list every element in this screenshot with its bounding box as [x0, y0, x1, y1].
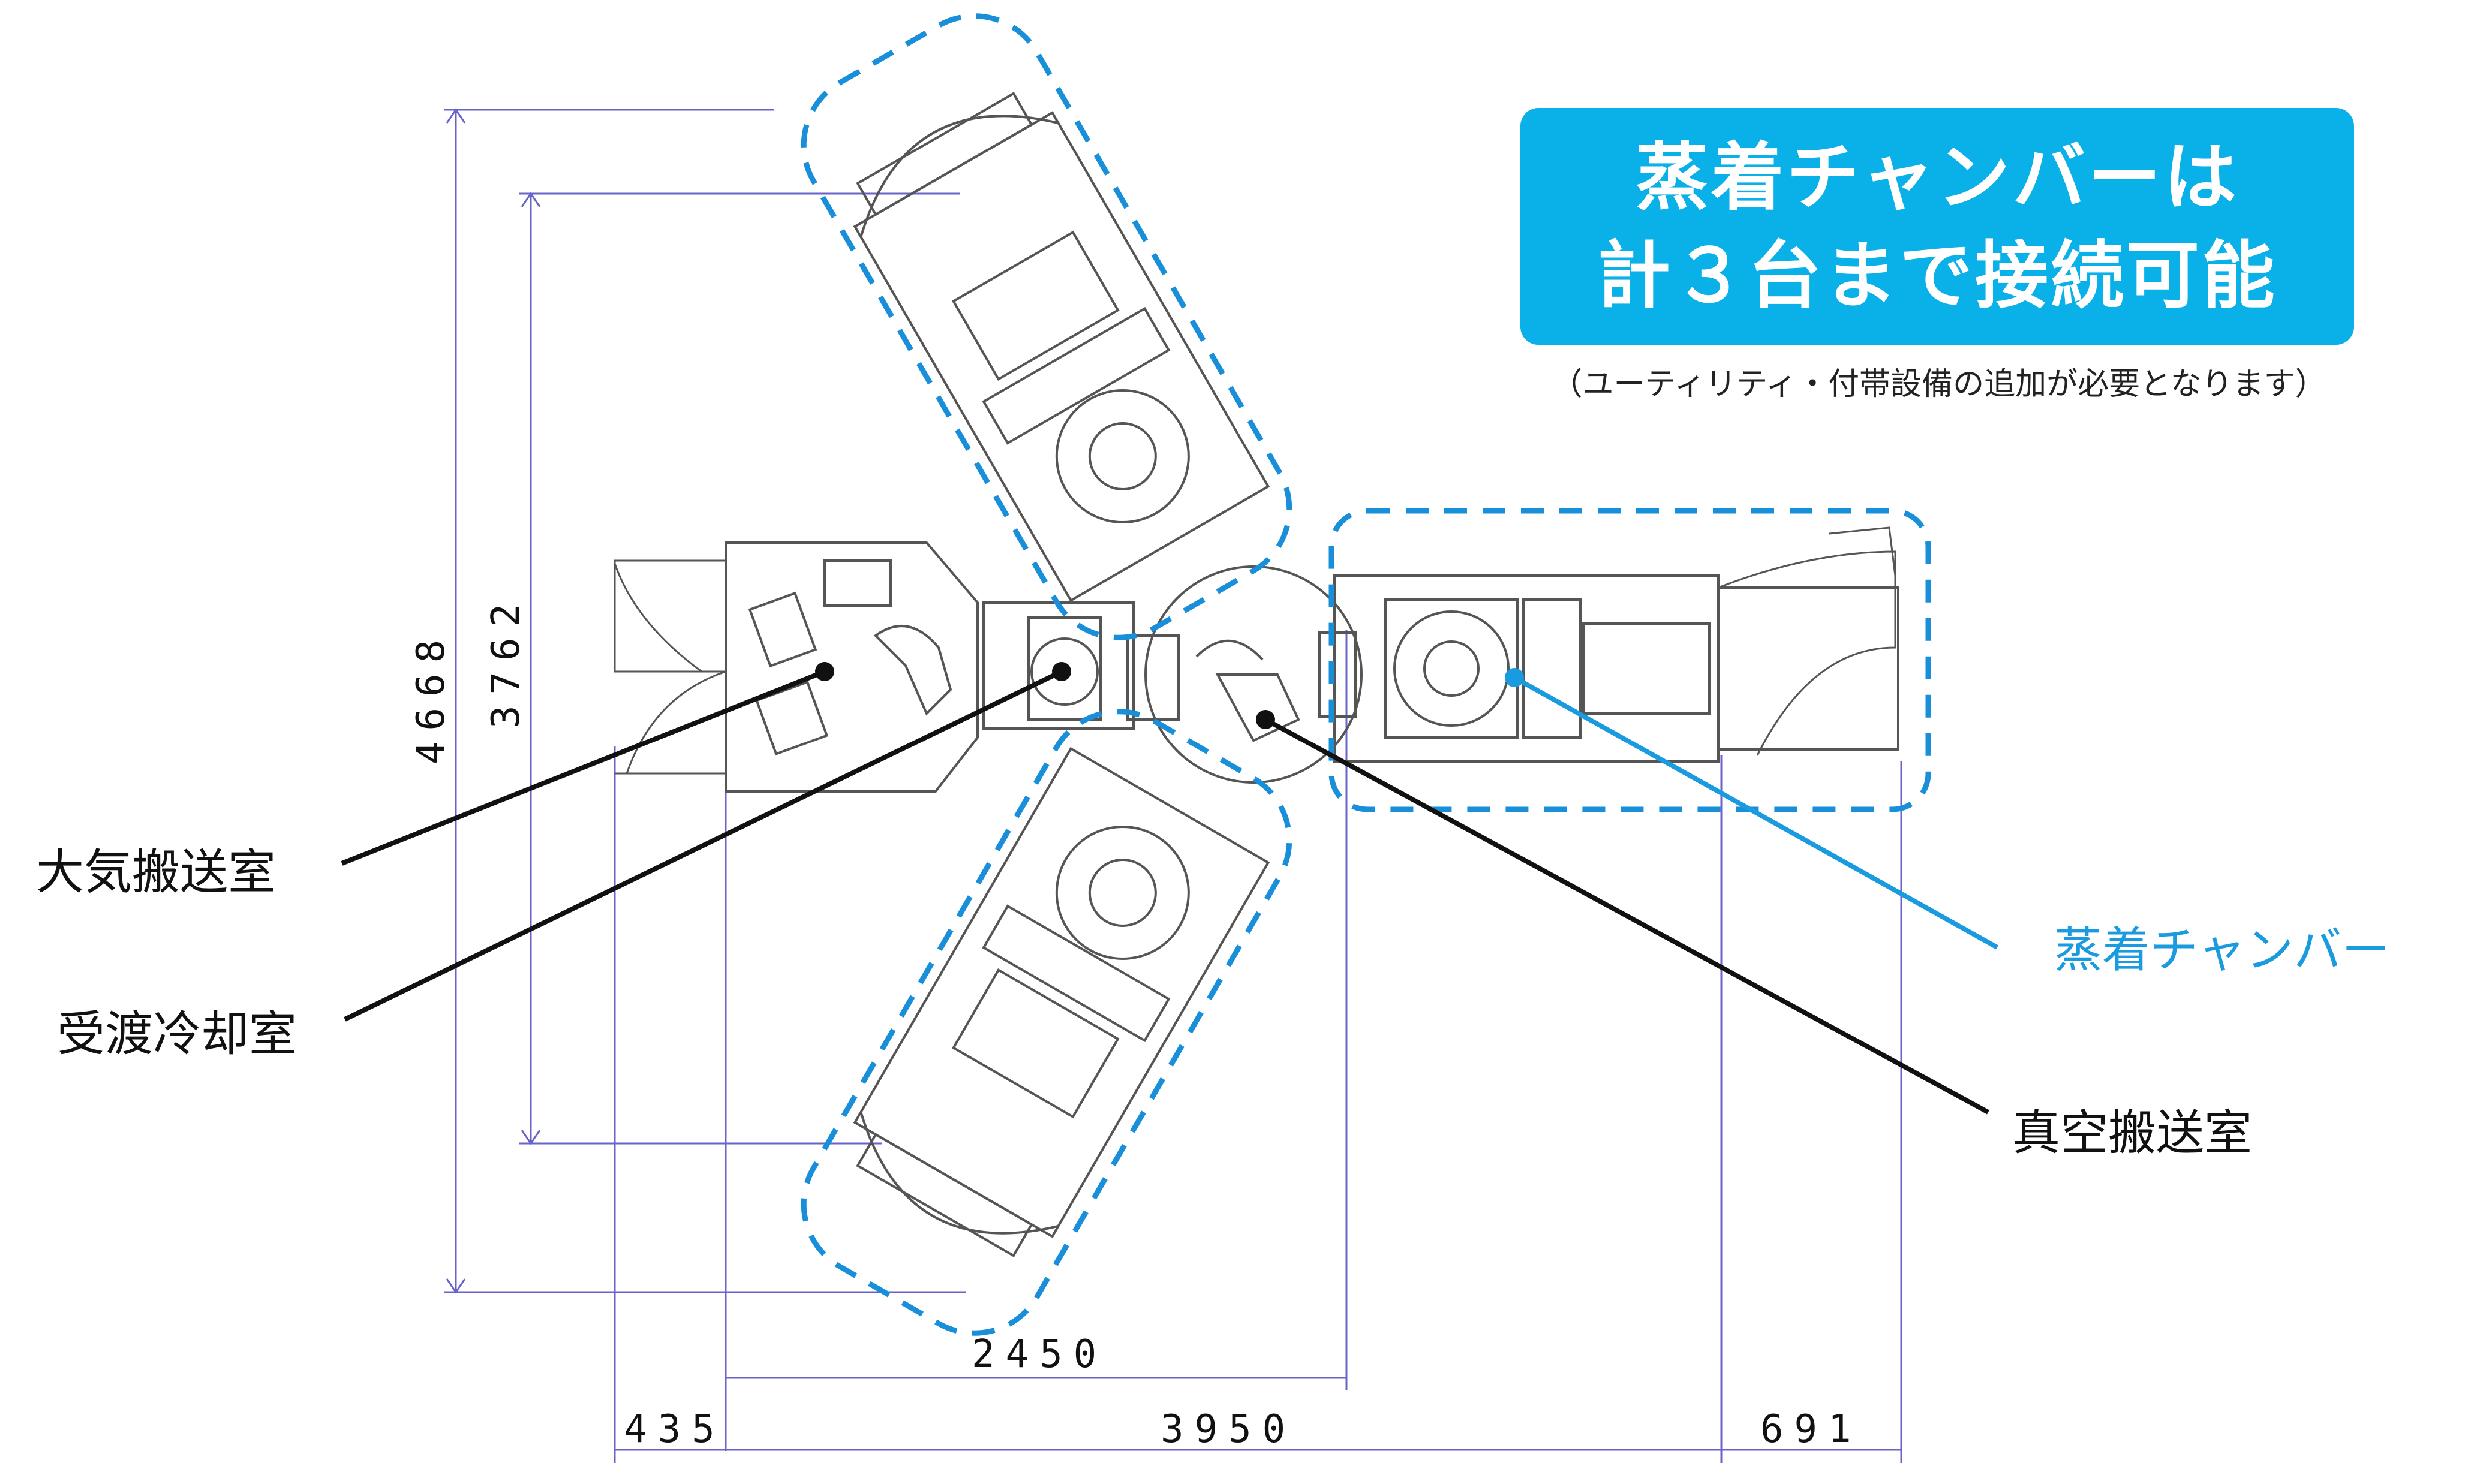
leader-dots	[815, 662, 1524, 729]
right-deposition-chamber	[1333, 526, 1899, 763]
chamber-count-callout: 蒸着チャンバーは 計３台まで接続可能	[1520, 108, 2354, 345]
dimension-3950: 3950	[1161, 1407, 1296, 1452]
chamber-highlight-outlines	[801, 13, 1931, 1336]
callout-line-1: 蒸着チャンバーは	[1635, 134, 2239, 220]
leader-lines	[341, 669, 1998, 1115]
vacuum-transfer-room	[1126, 565, 1363, 784]
upper-chamber-outline	[801, 13, 1292, 640]
machine-outline	[614, 92, 1899, 1257]
callout-note: （ユーティリティ・付帯設備の追加が必要となります）	[1551, 366, 2326, 402]
label-transfer-cooling-room: 受渡冷却室	[57, 1006, 297, 1062]
label-vacuum-transfer-room: 真空搬送室	[2012, 1105, 2252, 1161]
label-atmospheric-transfer-room: 大気搬送室	[36, 844, 276, 900]
dimension-4668: 4668	[409, 629, 453, 764]
dimension-lines	[444, 108, 1902, 1463]
atmospheric-transfer-room	[614, 541, 979, 793]
dimension-691: 691	[1760, 1407, 1862, 1452]
lower-deposition-chamber	[853, 746, 1270, 1257]
upper-deposition-chamber	[853, 92, 1270, 603]
label-deposition-chamber: 蒸着チャンバー	[2054, 922, 2390, 978]
right-chamber-outline	[1328, 508, 1931, 812]
dimension-2450: 2450	[972, 1332, 1107, 1377]
callout-line-2: 計３台まで接続可能	[1597, 233, 2277, 318]
dimension-3762: 3762	[484, 593, 528, 729]
dimension-435: 435	[624, 1407, 726, 1452]
lower-chamber-outline	[801, 709, 1292, 1336]
